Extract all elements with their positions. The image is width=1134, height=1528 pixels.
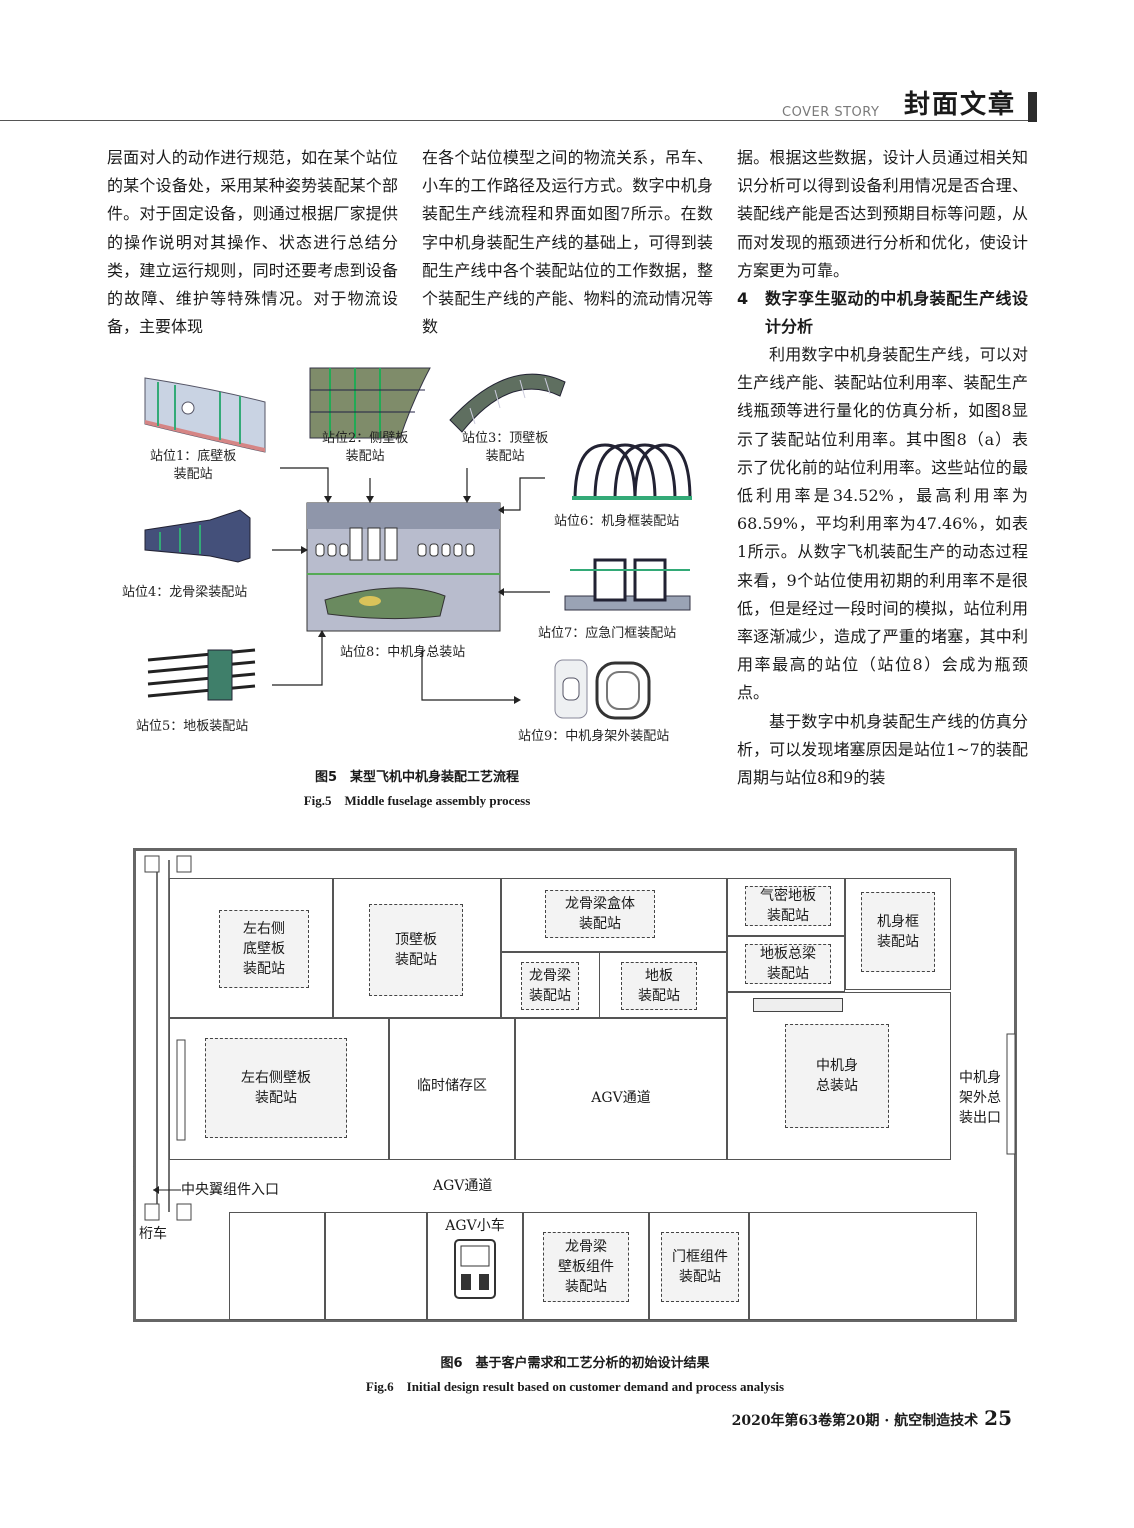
temp-storage-room bbox=[389, 1018, 515, 1160]
column-left: 层面对人的动作进行规范，如在某个站位的某个设备处，采用某种姿势装配某个部件。对于… bbox=[107, 144, 398, 341]
room bbox=[845, 878, 951, 990]
rail-bar bbox=[753, 998, 843, 1012]
figure-5-drawing bbox=[144, 367, 692, 720]
agv-channel-room bbox=[515, 1018, 727, 1160]
station9-label: 站位9：中机身架外装配站 bbox=[518, 729, 670, 744]
agv-cart-icon bbox=[454, 1239, 496, 1299]
room bbox=[229, 1212, 325, 1320]
station9-image bbox=[554, 659, 651, 720]
station5-image bbox=[147, 648, 256, 701]
station3-image bbox=[449, 373, 566, 433]
floor-beam-station: 地板总梁 装配站 bbox=[745, 944, 831, 984]
keel-box-station: 龙骨梁盒体 装配站 bbox=[545, 890, 655, 938]
lr-bottom-panel-station: 左右侧 底壁板 装配站 bbox=[219, 910, 309, 988]
temp-storage-label: 临时储存区 bbox=[417, 1078, 487, 1094]
agv-channel-2-label: AGV通道 bbox=[433, 1178, 493, 1194]
header-bar bbox=[1028, 92, 1037, 122]
header-english: COVER STORY bbox=[782, 105, 880, 120]
page-number: 25 bbox=[984, 1406, 1012, 1430]
frame-station: 机身框 装配站 bbox=[861, 892, 935, 972]
room bbox=[325, 1212, 427, 1320]
paragraph: 据。根据这些数据，设计人员通过相关知识分析可以得到设备利用情况是否合理、装配线产… bbox=[737, 148, 1028, 280]
station6-label: 站位6：机身框装配站 bbox=[554, 514, 680, 529]
figure-6-caption-en: Fig.6 Initial design result based on cus… bbox=[365, 1379, 785, 1394]
keel-panel-station: 龙骨梁 壁板组件 装配站 bbox=[543, 1232, 629, 1302]
top-panel-station: 顶壁板 装配站 bbox=[369, 904, 463, 996]
keel-station: 龙骨梁 装配站 bbox=[521, 962, 579, 1010]
station3-label: 站位3：顶壁板 装配站 bbox=[462, 431, 549, 464]
station2-label: 站位2：侧壁板 装配站 bbox=[322, 431, 409, 464]
station1-image bbox=[144, 377, 266, 453]
airtight-floor-station: 气密地板 装配站 bbox=[745, 886, 831, 926]
station7-image bbox=[564, 558, 691, 611]
station7-label: 站位7：应急门框装配站 bbox=[538, 626, 677, 641]
section-heading: 4 数字孪生驱动的中机身装配生产线设计分析 bbox=[737, 289, 1028, 337]
station4-image bbox=[144, 509, 251, 563]
station5-label: 站位5：地板装配站 bbox=[136, 719, 249, 734]
room bbox=[169, 1018, 389, 1160]
page-footer: 2020年第63卷第20期 · 航空制造技术 25 bbox=[732, 1406, 1012, 1430]
exit-label: 中机身 架外总 装出口 bbox=[959, 1070, 1001, 1126]
figure-6-caption-cn: 图6 基于客户需求和工艺分析的初始设计结果 bbox=[440, 1356, 710, 1371]
paragraph: 利用数字中机身装配生产线，可以对生产线产能、装配站位利用率、装配生产线瓶颈等进行… bbox=[737, 345, 1028, 703]
column-right: 据。根据这些数据，设计人员通过相关知识分析可以得到设备利用情况是否合理、装配线产… bbox=[737, 144, 1028, 792]
station4-label: 站位4：龙骨梁装配站 bbox=[122, 585, 248, 600]
crane-label: 桁车 bbox=[139, 1226, 167, 1242]
header-rule bbox=[0, 120, 1028, 121]
figure-5: 站位1：底壁板 装配站 站位2：侧壁板 装配站 站位3：顶壁板 装配站 站位4：… bbox=[100, 360, 720, 760]
paragraph: 层面对人的动作进行规范，如在某个站位的某个设备处，采用某种姿势装配某个部件。对于… bbox=[107, 148, 398, 337]
agv-cart-room bbox=[427, 1212, 523, 1320]
final-assembly-room bbox=[727, 992, 951, 1160]
header-title: 封面文章 bbox=[904, 90, 1017, 120]
journal-info: 2020年第63卷第20期 · 航空制造技术 bbox=[731, 1413, 979, 1429]
column-middle: 在各个站位模型之间的物流关系，吊车、小车的工作路径及运行方式。数字中机身装配生产… bbox=[422, 144, 713, 341]
room bbox=[169, 878, 333, 1018]
room bbox=[333, 878, 501, 1018]
station1-label: 站位1：底壁板 装配站 bbox=[150, 449, 237, 482]
room bbox=[727, 936, 845, 992]
paragraph: 在各个站位模型之间的物流关系，吊车、小车的工作路径及运行方式。数字中机身装配生产… bbox=[422, 148, 713, 337]
station8-label: 站位8：中机身总装站 bbox=[340, 645, 466, 660]
room bbox=[501, 878, 727, 952]
room bbox=[727, 878, 845, 936]
room bbox=[649, 1212, 749, 1320]
room bbox=[749, 1212, 977, 1320]
figure-5-caption-en: Fig.5 Middle fuselage assembly process bbox=[303, 793, 531, 808]
room bbox=[599, 952, 727, 1018]
arrow-heads bbox=[301, 496, 521, 704]
station8-image bbox=[306, 502, 501, 632]
floor-station: 地板 装配站 bbox=[621, 962, 697, 1010]
station6-image bbox=[572, 443, 692, 501]
figure-6: 左右侧 底壁板 装配站 顶壁板 装配站 龙骨梁盒体 装配站 龙骨梁 装配站 地板… bbox=[133, 848, 1017, 1322]
figure-5-caption-cn: 图5 某型飞机中机身装配工艺流程 bbox=[314, 770, 520, 785]
final-assembly-station: 中机身 总装站 bbox=[785, 1024, 889, 1128]
room bbox=[523, 1212, 649, 1320]
lr-side-panel-station: 左右侧壁板 装配站 bbox=[205, 1038, 347, 1138]
paragraph: 基于数字中机身装配生产线的仿真分析，可以发现堵塞原因是站位1~7的装配周期与站位… bbox=[737, 711, 1028, 788]
flow-arrows bbox=[272, 467, 550, 701]
agv-cart-label: AGV小车 bbox=[445, 1218, 505, 1234]
agv-channel-label: AGV通道 bbox=[591, 1090, 651, 1106]
wing-entry-label: 中央翼组件入口 bbox=[181, 1182, 279, 1198]
door-frame-station: 门框组件 装配站 bbox=[661, 1232, 739, 1302]
station2-image bbox=[309, 367, 431, 439]
